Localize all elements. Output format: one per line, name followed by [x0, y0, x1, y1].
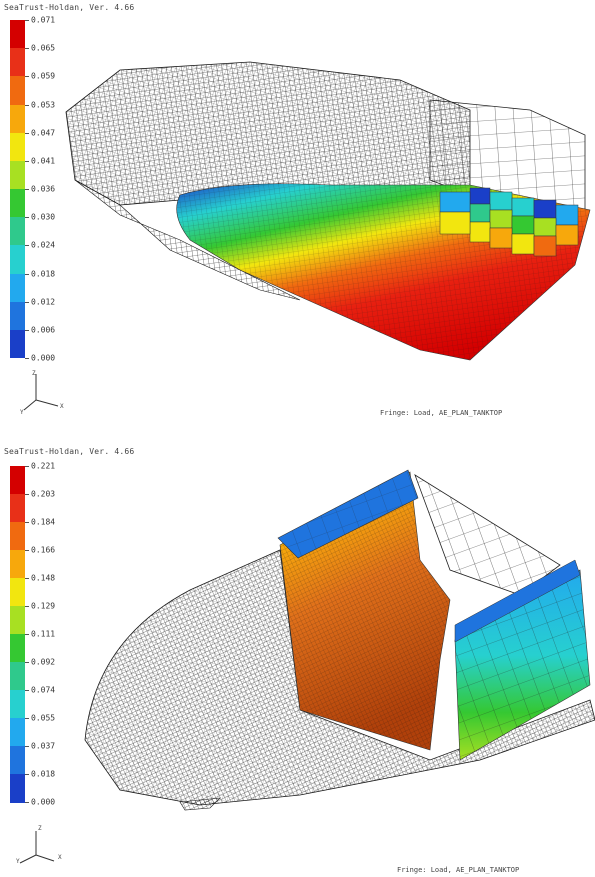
top-legend-tick [25, 76, 29, 78]
top-legend-swatch [10, 189, 25, 218]
top-legend-swatch [10, 104, 25, 134]
top-legend-tick [25, 189, 29, 190]
bottom-legend-tick [25, 550, 29, 551]
top-color-legend: 0.071 0.065 0.059 0.053 0.047 0.041 0.036 0.030… [10, 16, 55, 363]
bottom-legend-label: 0.055 [31, 713, 56, 723]
bottom-legend-tick [25, 746, 29, 747]
bottom-legend-swatch [10, 578, 25, 607]
top-legend-label: 0.006 [31, 325, 56, 335]
top-legend-tick [25, 160, 29, 162]
top-legend-label: 0.047 [31, 128, 56, 138]
top-legend-tick [25, 104, 29, 106]
bottom-legend-swatch [10, 606, 25, 635]
top-legend-label: 0.071 [31, 15, 56, 25]
bottom-legend-tick [25, 662, 29, 663]
bottom-axis-y-label: Y [16, 858, 20, 865]
top-legend-label: 0.030 [31, 212, 56, 222]
bottom-legend-swatch [10, 634, 25, 663]
top-legend-tick [25, 217, 29, 219]
bottom-legend-tick [25, 494, 29, 495]
bottom-aft-frame [414, 474, 561, 596]
top-legend-label: 0.018 [31, 269, 56, 278]
top-legend-tick [25, 273, 29, 275]
top-axis-y-label: Y [20, 409, 24, 416]
bottom-legend-tick [25, 606, 29, 607]
top-legend-label: 0.059 [31, 71, 56, 81]
bottom-legend-swatch [10, 550, 25, 579]
bottom-legend-label: 0.092 [31, 657, 56, 667]
top-legend-tick [25, 48, 29, 50]
bottom-legend-label: 0.018 [31, 769, 56, 779]
top-legend-label: 0.036 [31, 184, 56, 194]
top-aft-colored-cells [439, 187, 579, 257]
bottom-legend-label: 0.074 [31, 685, 56, 695]
bottom-legend-tick [25, 774, 29, 775]
top-legend-swatch [10, 132, 25, 162]
bottom-legend-swatch [10, 466, 25, 495]
bottom-axis-x-label: X [58, 854, 62, 861]
top-fringe-caption: Fringe: Load, AE_PLAN_TANKTOP [380, 409, 503, 417]
bottom-fringe-caption: Fringe: Load, AE_PLAN_TANKTOP [397, 866, 520, 874]
bottom-legend-tick [25, 522, 29, 523]
bottom-legend-swatch [10, 522, 25, 551]
top-legend-tick [25, 358, 29, 359]
bottom-legend-label: 0.221 [31, 461, 56, 471]
top-legend-label: 0.024 [31, 240, 56, 250]
top-legend-swatch [10, 20, 25, 49]
top-legend-swatch [10, 160, 25, 190]
bottom-legend-tick [25, 578, 29, 579]
top-axis-triad [23, 374, 59, 411]
bottom-header: SeaTrust-Holdan, Ver. 4.66 [4, 447, 135, 456]
top-legend-label: 0.000 [31, 353, 56, 363]
top-legend-tick [25, 301, 29, 303]
bottom-axis-z-label: Z [38, 825, 42, 832]
top-legend-swatch [10, 76, 25, 105]
bottom-legend-tick [25, 634, 29, 635]
top-legend-tick [25, 245, 29, 247]
top-legend-label: 0.041 [31, 156, 56, 166]
top-legend-swatch [10, 301, 25, 331]
bottom-panel: SeaTrust-Holdan, Ver. 4.66 0.221 0.203 0.1… [0, 430, 595, 877]
bottom-legend-label: 0.184 [31, 517, 56, 527]
top-header: SeaTrust-Holdan, Ver. 4.66 [4, 3, 135, 12]
bottom-legend-label: 0.166 [31, 545, 56, 555]
bottom-legend-swatch [10, 662, 25, 691]
bottom-legend-swatch [10, 494, 25, 523]
bottom-legend-label: 0.111 [31, 629, 56, 639]
top-legend-label: 0.065 [31, 43, 56, 53]
top-legend-label: 0.053 [31, 100, 56, 109]
bottom-legend-tick [25, 718, 29, 719]
bottom-legend-label: 0.203 [31, 489, 56, 499]
bottom-legend-tick [25, 466, 29, 467]
bottom-axis-triad [19, 831, 55, 864]
top-legend-swatch [10, 273, 25, 303]
top-legend-tick [25, 20, 29, 21]
top-legend-swatch [10, 245, 25, 274]
bottom-legend-tick [25, 802, 29, 803]
bottom-color-legend: 0.221 0.203 0.184 0.166 0.148 0.129 0.111 0.092… [10, 462, 55, 807]
bottom-legend-label: 0.148 [31, 573, 56, 583]
top-legend-label: 0.012 [31, 297, 56, 307]
bottom-legend-label: 0.000 [31, 797, 56, 807]
top-legend-swatch [10, 217, 25, 246]
top-legend-swatch [10, 329, 25, 359]
bottom-legend-label: 0.129 [31, 601, 56, 611]
bottom-legend-swatch [10, 690, 25, 719]
bottom-legend-swatch [10, 774, 25, 803]
top-hull-mesh-model [65, 61, 591, 361]
top-legend-tick [25, 132, 29, 134]
top-legend-swatch [10, 48, 25, 77]
top-legend-tick [25, 329, 29, 331]
top-axis-z-label: Z [32, 370, 36, 377]
bottom-legend-label: 0.037 [31, 741, 56, 751]
bottom-hull-mesh-model [84, 469, 595, 811]
bottom-legend-swatch [10, 718, 25, 747]
bottom-legend-tick [25, 690, 29, 691]
top-axis-x-label: X [60, 403, 64, 410]
bottom-legend-swatch [10, 746, 25, 775]
